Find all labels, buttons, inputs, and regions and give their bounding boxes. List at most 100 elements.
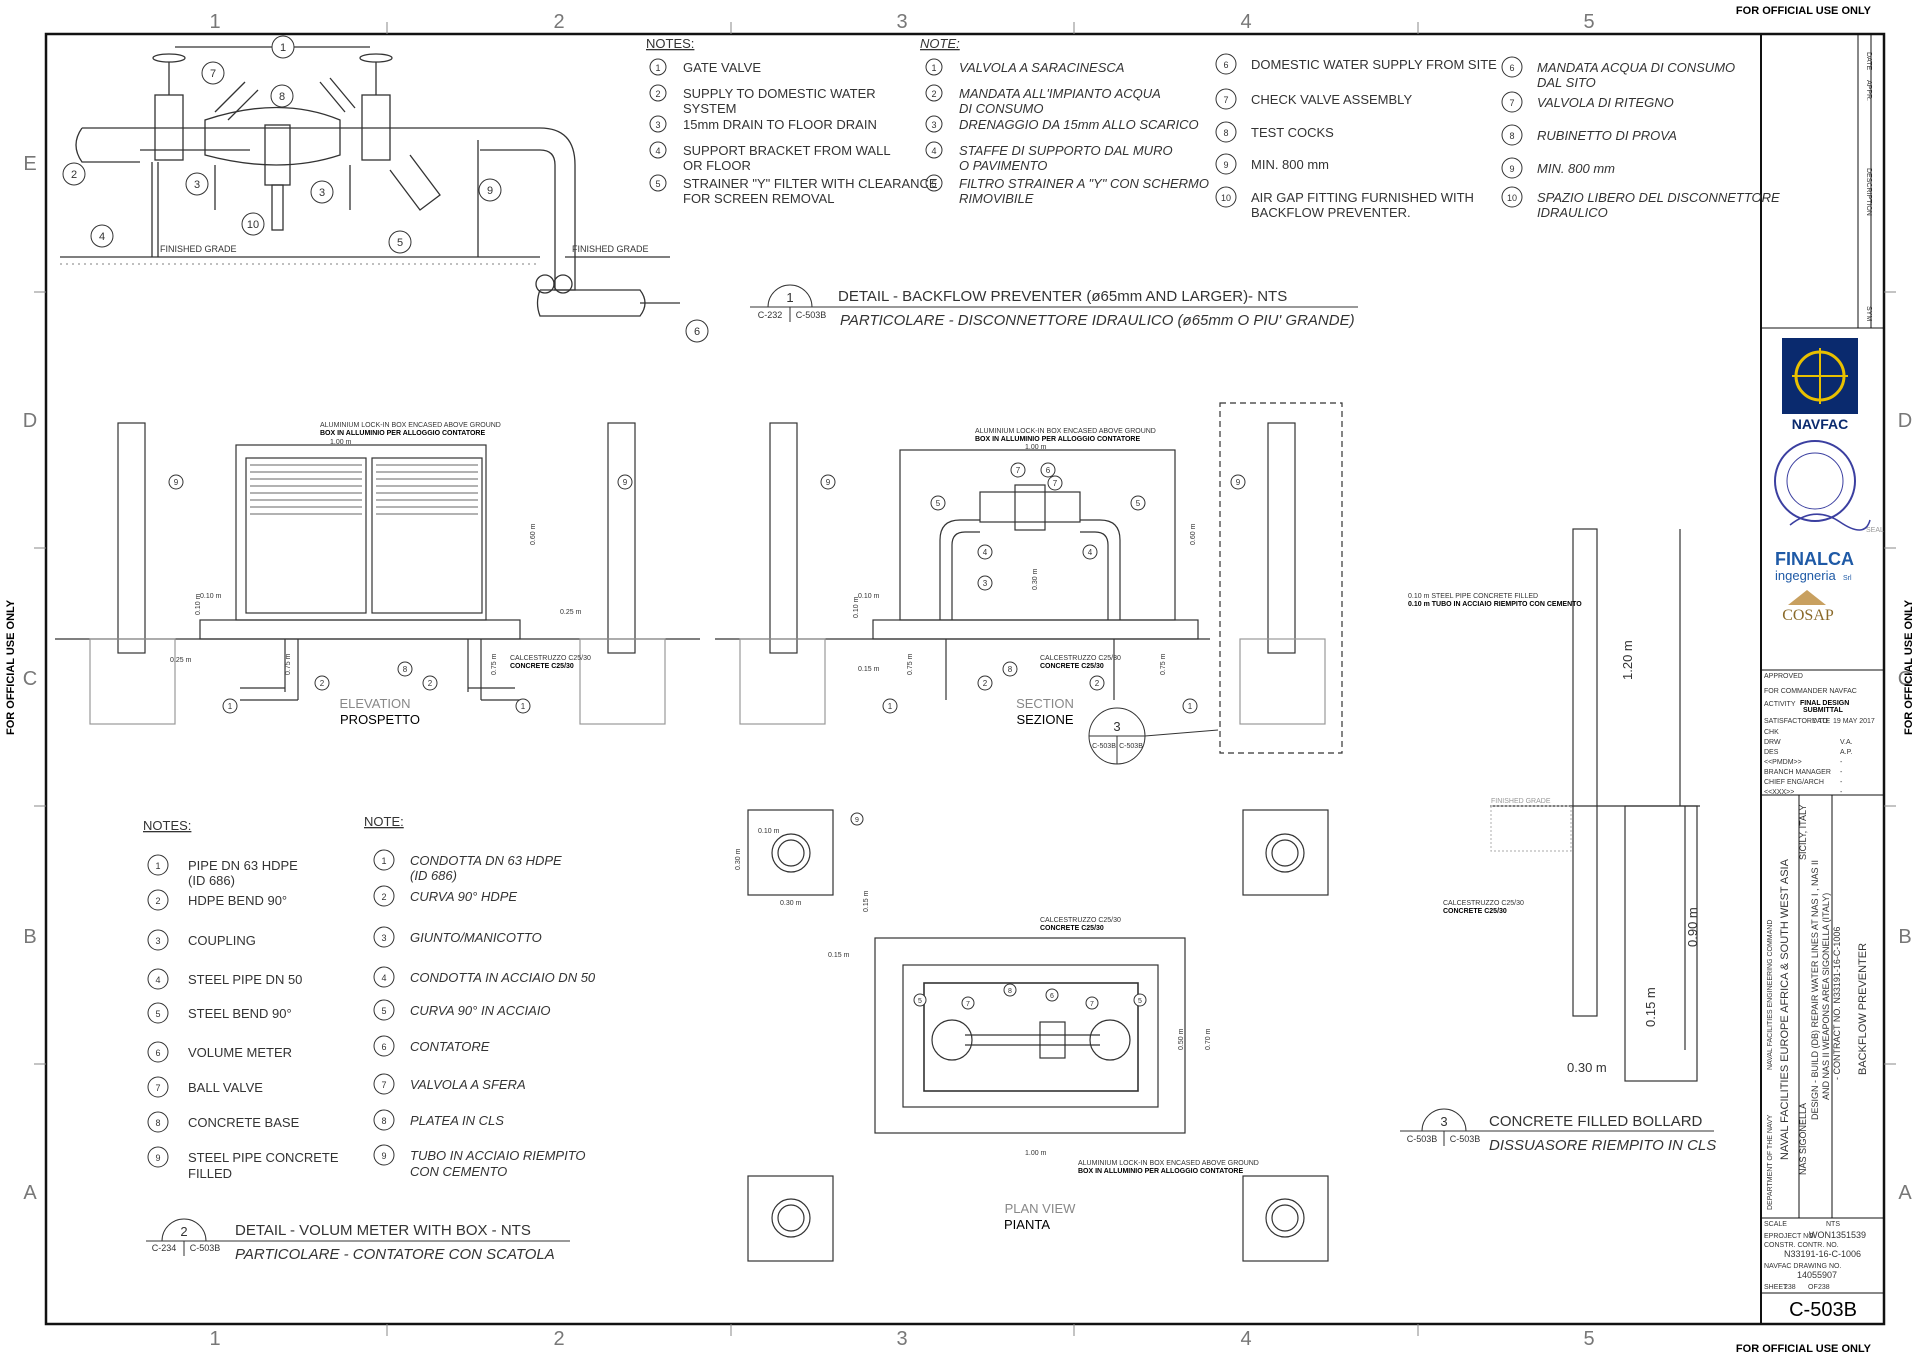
- section-drawing: [715, 402, 1343, 754]
- sheet-title: BACKFLOW PREVENTER: [1857, 943, 1869, 1075]
- svg-text:CONTATORE: CONTATORE: [410, 1039, 490, 1054]
- svg-text:STEEL PIPE DN 50: STEEL PIPE DN 50: [188, 972, 302, 987]
- svg-text:SHEET: SHEET: [1764, 1284, 1788, 1291]
- svg-text:CONSTR. CONTR. NO.: CONSTR. CONTR. NO.: [1764, 1242, 1839, 1249]
- dim-label: 0.75 m: [1160, 653, 1167, 675]
- grid-col-label: 4: [1240, 11, 1251, 33]
- svg-text:CHIEF ENG/ARCH: CHIEF ENG/ARCH: [1764, 779, 1824, 786]
- dim-label: 0.30 m: [735, 848, 742, 870]
- svg-text:9: 9: [1236, 478, 1241, 487]
- bollard-drawing: [1490, 528, 1700, 1082]
- dim-label: 0.90 m: [1685, 907, 1700, 947]
- detail-title-it: DISSUASORE RIEMPITO IN CLS: [1489, 1137, 1716, 1154]
- svg-text:SYSTEM: SYSTEM: [683, 101, 736, 116]
- title-block: [1761, 34, 1884, 1294]
- svg-text:STAFFE DI SUPPORTO DAL MURO: STAFFE DI SUPPORTO DAL MURO: [959, 143, 1173, 158]
- grid-column-labels-bottom: 1 2 3 4 5: [209, 1328, 1594, 1350]
- svg-text:1: 1: [155, 861, 160, 871]
- svg-text:238: 238: [1784, 1284, 1796, 1291]
- rev-header: SYM: [1865, 306, 1872, 321]
- svg-text:9: 9: [855, 817, 859, 824]
- bollard-section-callout: 3 C-503B C-503B: [1088, 707, 1219, 765]
- svg-text:2: 2: [155, 896, 160, 906]
- dim-label: 0.75 m: [907, 653, 914, 675]
- detail-title-en: DETAIL - BACKFLOW PREVENTER (ø65mm AND L…: [838, 288, 1287, 305]
- concrete-label: CONCRETE C25/30: [510, 663, 574, 670]
- dim-label: 0.50 m: [1178, 1028, 1185, 1050]
- svg-text:NAVFAC DRAWING NO.: NAVFAC DRAWING NO.: [1764, 1263, 1841, 1270]
- notes-heading: NOTES:: [646, 36, 694, 51]
- svg-text:BRANCH MANAGER: BRANCH MANAGER: [1764, 769, 1831, 776]
- svg-text:3: 3: [931, 120, 936, 130]
- svg-text:8: 8: [381, 1116, 386, 1126]
- plan-label-it: PIANTA: [1004, 1217, 1050, 1232]
- detail3-title: 3 C-503B C-503B CONCRETE FILLED BOLLARD …: [1400, 1108, 1716, 1154]
- svg-text:SATISFACTORY TO: SATISFACTORY TO: [1764, 718, 1828, 725]
- svg-text:MANDATA ALL'IMPIANTO ACQUA: MANDATA ALL'IMPIANTO ACQUA: [959, 86, 1161, 101]
- elevation-label-it: PROSPETTO: [340, 712, 420, 727]
- section-callouts: [820, 462, 1246, 714]
- svg-text:9: 9: [826, 478, 831, 487]
- grid-row-label: C: [1898, 668, 1912, 690]
- svg-text:APPROVED: APPROVED: [1764, 673, 1803, 680]
- svg-text:IDRAULICO: IDRAULICO: [1537, 205, 1608, 220]
- svg-text:9: 9: [487, 185, 493, 197]
- svg-text:BALL VALVE: BALL VALVE: [188, 1080, 263, 1095]
- svg-text:-: -: [1840, 759, 1843, 766]
- dim-label: 0.70 m: [1205, 1028, 1212, 1050]
- svg-text:7: 7: [966, 1001, 970, 1008]
- svg-text:10: 10: [247, 219, 259, 231]
- concrete-label: CALCESTRUZZO C25/30: [1040, 655, 1121, 662]
- svg-text:6: 6: [1509, 63, 1514, 73]
- svg-text:NTS: NTS: [1826, 1221, 1840, 1228]
- svg-text:8: 8: [155, 1118, 160, 1128]
- grid-column-labels-top: 1 2 3 4 5: [209, 11, 1594, 33]
- svg-text:VALVOLA A SARACINESCA: VALVOLA A SARACINESCA: [959, 60, 1124, 75]
- svg-text:238: 238: [1818, 1284, 1830, 1291]
- concrete-label: CONCRETE C25/30: [1040, 925, 1104, 932]
- concrete-label: CONCRETE C25/30: [1443, 908, 1507, 915]
- box-label-en: ALUMINIUM LOCK-IN BOX ENCASED ABOVE GROU…: [1078, 1160, 1259, 1167]
- grid-row-label: B: [23, 926, 36, 948]
- svg-text:9: 9: [155, 1153, 160, 1163]
- svg-text:ingegneria: ingegneria: [1775, 568, 1836, 583]
- svg-text:2: 2: [320, 679, 325, 688]
- svg-text:CONDOTTA DN 63 HDPE: CONDOTTA DN 63 HDPE: [410, 853, 562, 868]
- plan-callouts: [850, 812, 1147, 1010]
- svg-text:5: 5: [655, 179, 660, 189]
- svg-text:RIMOVIBILE: RIMOVIBILE: [959, 191, 1034, 206]
- finished-grade-label: FINISHED GRADE: [160, 244, 237, 254]
- svg-text:9: 9: [623, 478, 628, 487]
- svg-text:FILLED: FILLED: [188, 1166, 232, 1181]
- detail1-title: 1 C-232 C-503B DETAIL - BACKFLOW PREVENT…: [750, 284, 1358, 329]
- box-label-it: BOX IN ALLUMINIO PER ALLOGGIO CONTATORE: [320, 430, 485, 437]
- svg-text:C-503B: C-503B: [1119, 743, 1143, 750]
- svg-text:3: 3: [155, 936, 160, 946]
- svg-text:6: 6: [694, 326, 700, 338]
- svg-text:STEEL PIPE CONCRETE: STEEL PIPE CONCRETE: [188, 1150, 339, 1165]
- seal-caption: SEAL: [1866, 527, 1884, 534]
- box-label-it: BOX IN ALLUMINIO PER ALLOGGIO CONTATORE: [1078, 1168, 1243, 1175]
- navfac-logo: NAVFAC: [1782, 338, 1858, 432]
- grid-row-label: D: [23, 410, 37, 432]
- dim-label: 1.20 m: [1620, 640, 1635, 680]
- svg-text:CHECK VALVE ASSEMBLY: CHECK VALVE ASSEMBLY: [1251, 92, 1412, 107]
- dim-label: 0.15 m: [1643, 987, 1658, 1027]
- section-label-en: SECTION: [1016, 696, 1074, 711]
- svg-text:5: 5: [155, 1009, 160, 1019]
- svg-text:4: 4: [983, 548, 988, 557]
